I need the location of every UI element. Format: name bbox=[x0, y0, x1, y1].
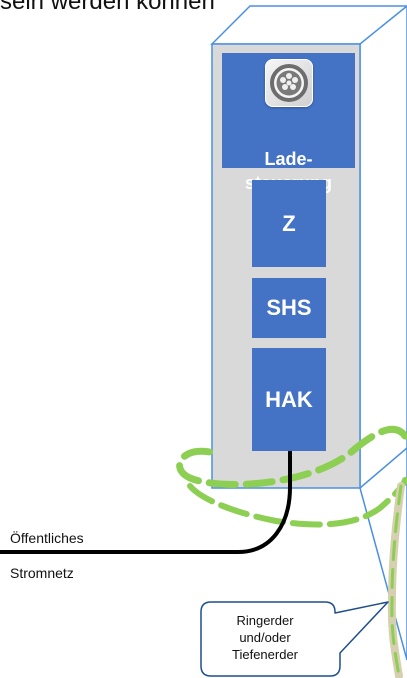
top-text-fragment: sein werden können bbox=[0, 0, 215, 15]
shs-module-label: SHS bbox=[266, 295, 312, 320]
earthing-ring-lower bbox=[187, 477, 407, 528]
earthing-callout-bubble bbox=[200, 601, 389, 677]
cabinet-bottom-right-edge bbox=[359, 447, 407, 489]
meter-module: Z bbox=[252, 180, 326, 267]
public-grid-label-top: Öffentliches bbox=[10, 530, 84, 546]
charging-socket-icon bbox=[265, 59, 313, 107]
deep-earth-electrode-green bbox=[390, 484, 403, 678]
public-grid-label-bottom: Stromnetz bbox=[10, 565, 74, 581]
public-grid-cable bbox=[0, 450, 292, 554]
earthing-callout-text: Ringerder und/oder Tiefenerder bbox=[232, 613, 298, 662]
hak-module-label: HAK bbox=[265, 386, 313, 412]
charging-control-module: Lade- steuerung bbox=[222, 53, 355, 193]
meter-module-label: Z bbox=[282, 210, 296, 236]
earthing-ring-upper bbox=[176, 425, 407, 488]
hak-module: HAK bbox=[252, 348, 326, 451]
cabinet-top-right-edge bbox=[359, 5, 407, 45]
shs-module: SHS bbox=[252, 278, 326, 338]
